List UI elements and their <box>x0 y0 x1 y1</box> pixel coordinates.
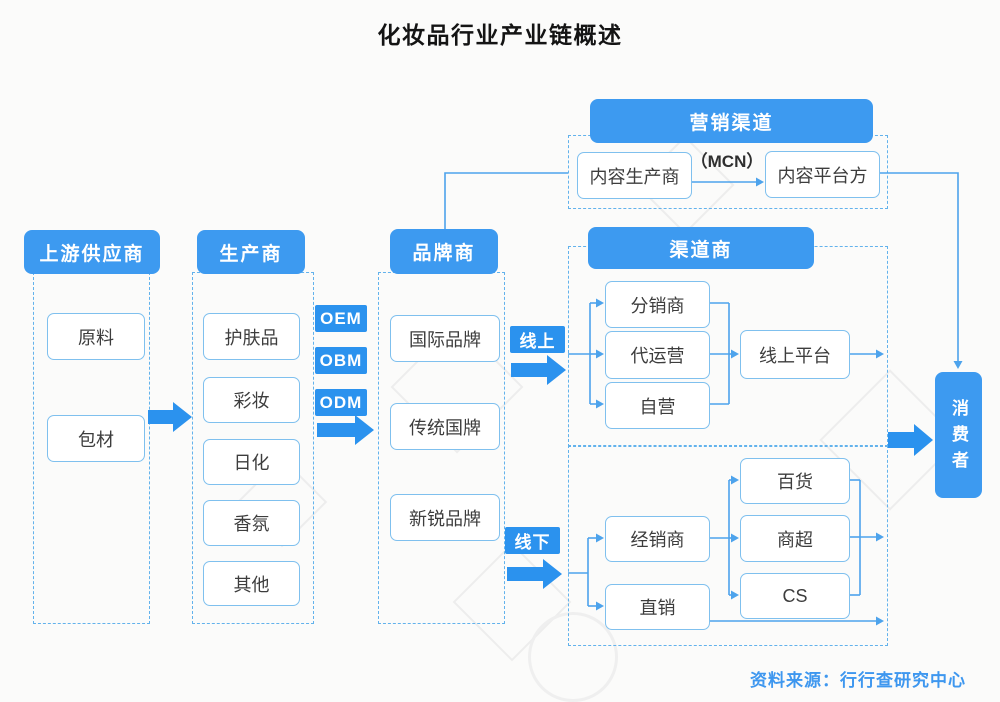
node-self-operated: 自营 <box>605 382 710 429</box>
node-agency-operation: 代运营 <box>605 331 710 379</box>
node-distributor: 分销商 <box>605 281 710 328</box>
node-makeup: 彩妆 <box>203 377 300 423</box>
online-tag: 线上 <box>510 326 565 353</box>
node-cs-channel: CS <box>740 573 850 619</box>
node-skincare: 护肤品 <box>203 313 300 360</box>
watermark-circle <box>528 612 618 702</box>
offline-channel-container <box>568 445 888 646</box>
node-traditional-brands: 传统国牌 <box>390 403 500 450</box>
manufacturers-header: 生产商 <box>197 230 305 274</box>
node-dealer: 经销商 <box>605 516 710 562</box>
mcn-label: （MCN） <box>690 152 764 171</box>
node-direct-sales: 直销 <box>605 584 710 630</box>
node-packaging: 包材 <box>47 415 145 462</box>
node-content-platform: 内容平台方 <box>765 151 880 198</box>
node-others: 其他 <box>203 561 300 606</box>
node-department-store: 百货 <box>740 458 850 504</box>
odm-tag: ODM <box>315 389 367 416</box>
node-emerging-brands: 新锐品牌 <box>390 494 500 541</box>
marketing-header: 营销渠道 <box>590 99 873 143</box>
arrow-online-flow <box>511 355 566 385</box>
node-international-brands: 国际品牌 <box>390 315 500 362</box>
oem-tag: OEM <box>315 305 367 332</box>
node-content-producer: 内容生产商 <box>577 152 692 199</box>
node-fragrance: 香氛 <box>203 500 300 546</box>
node-online-platform: 线上平台 <box>740 330 850 379</box>
obm-tag: OBM <box>315 347 367 374</box>
node-raw-material: 原料 <box>47 313 145 360</box>
offline-tag: 线下 <box>505 527 560 554</box>
page-title: 化妆品行业产业链概述 <box>377 22 623 48</box>
node-supermarket: 商超 <box>740 515 850 562</box>
node-consumer: 消费者 <box>935 372 982 498</box>
channels-header: 渠道商 <box>588 227 814 269</box>
brands-header: 品牌商 <box>390 229 498 274</box>
arrow-suppliers-to-manufacturers <box>148 402 192 432</box>
arrow-manufacturers-to-brands <box>317 415 374 445</box>
node-daily-chemical: 日化 <box>203 439 300 485</box>
source-credit: 资料来源：行行查研究中心 <box>750 671 966 690</box>
suppliers-header: 上游供应商 <box>24 230 160 274</box>
